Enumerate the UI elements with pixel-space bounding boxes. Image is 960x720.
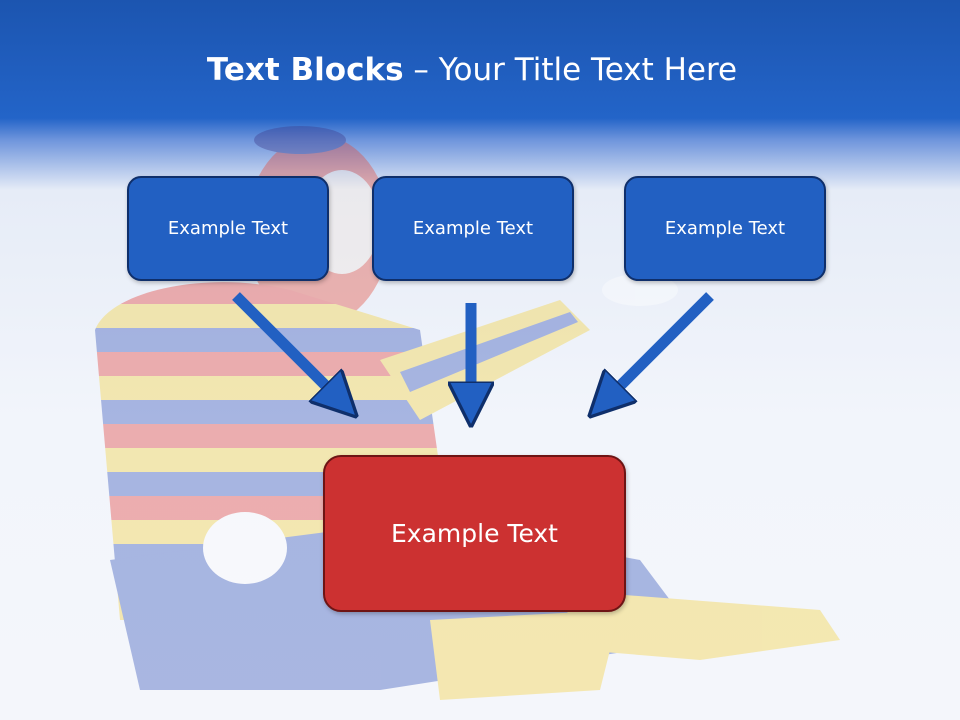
main-text-block[interactable]: Example Text (323, 455, 626, 612)
arrow-right (601, 292, 714, 405)
title-rest-part: – Your Title Text Here (403, 52, 738, 88)
title-bold-part: Text Blocks (206, 52, 404, 88)
main-text-block-label: Example Text (391, 519, 558, 548)
arrow-left (232, 292, 345, 405)
text-block-1-label: Example Text (167, 218, 289, 239)
text-block-3[interactable]: Example Text (624, 176, 826, 281)
text-block-2[interactable]: Example Text (372, 176, 574, 281)
text-block-2-label: Example Text (412, 218, 534, 239)
text-block-1[interactable]: Example Text (127, 176, 329, 281)
slide-title: Text Blocks – Your Title Text Here (0, 52, 944, 88)
text-block-3-label: Example Text (664, 218, 786, 239)
